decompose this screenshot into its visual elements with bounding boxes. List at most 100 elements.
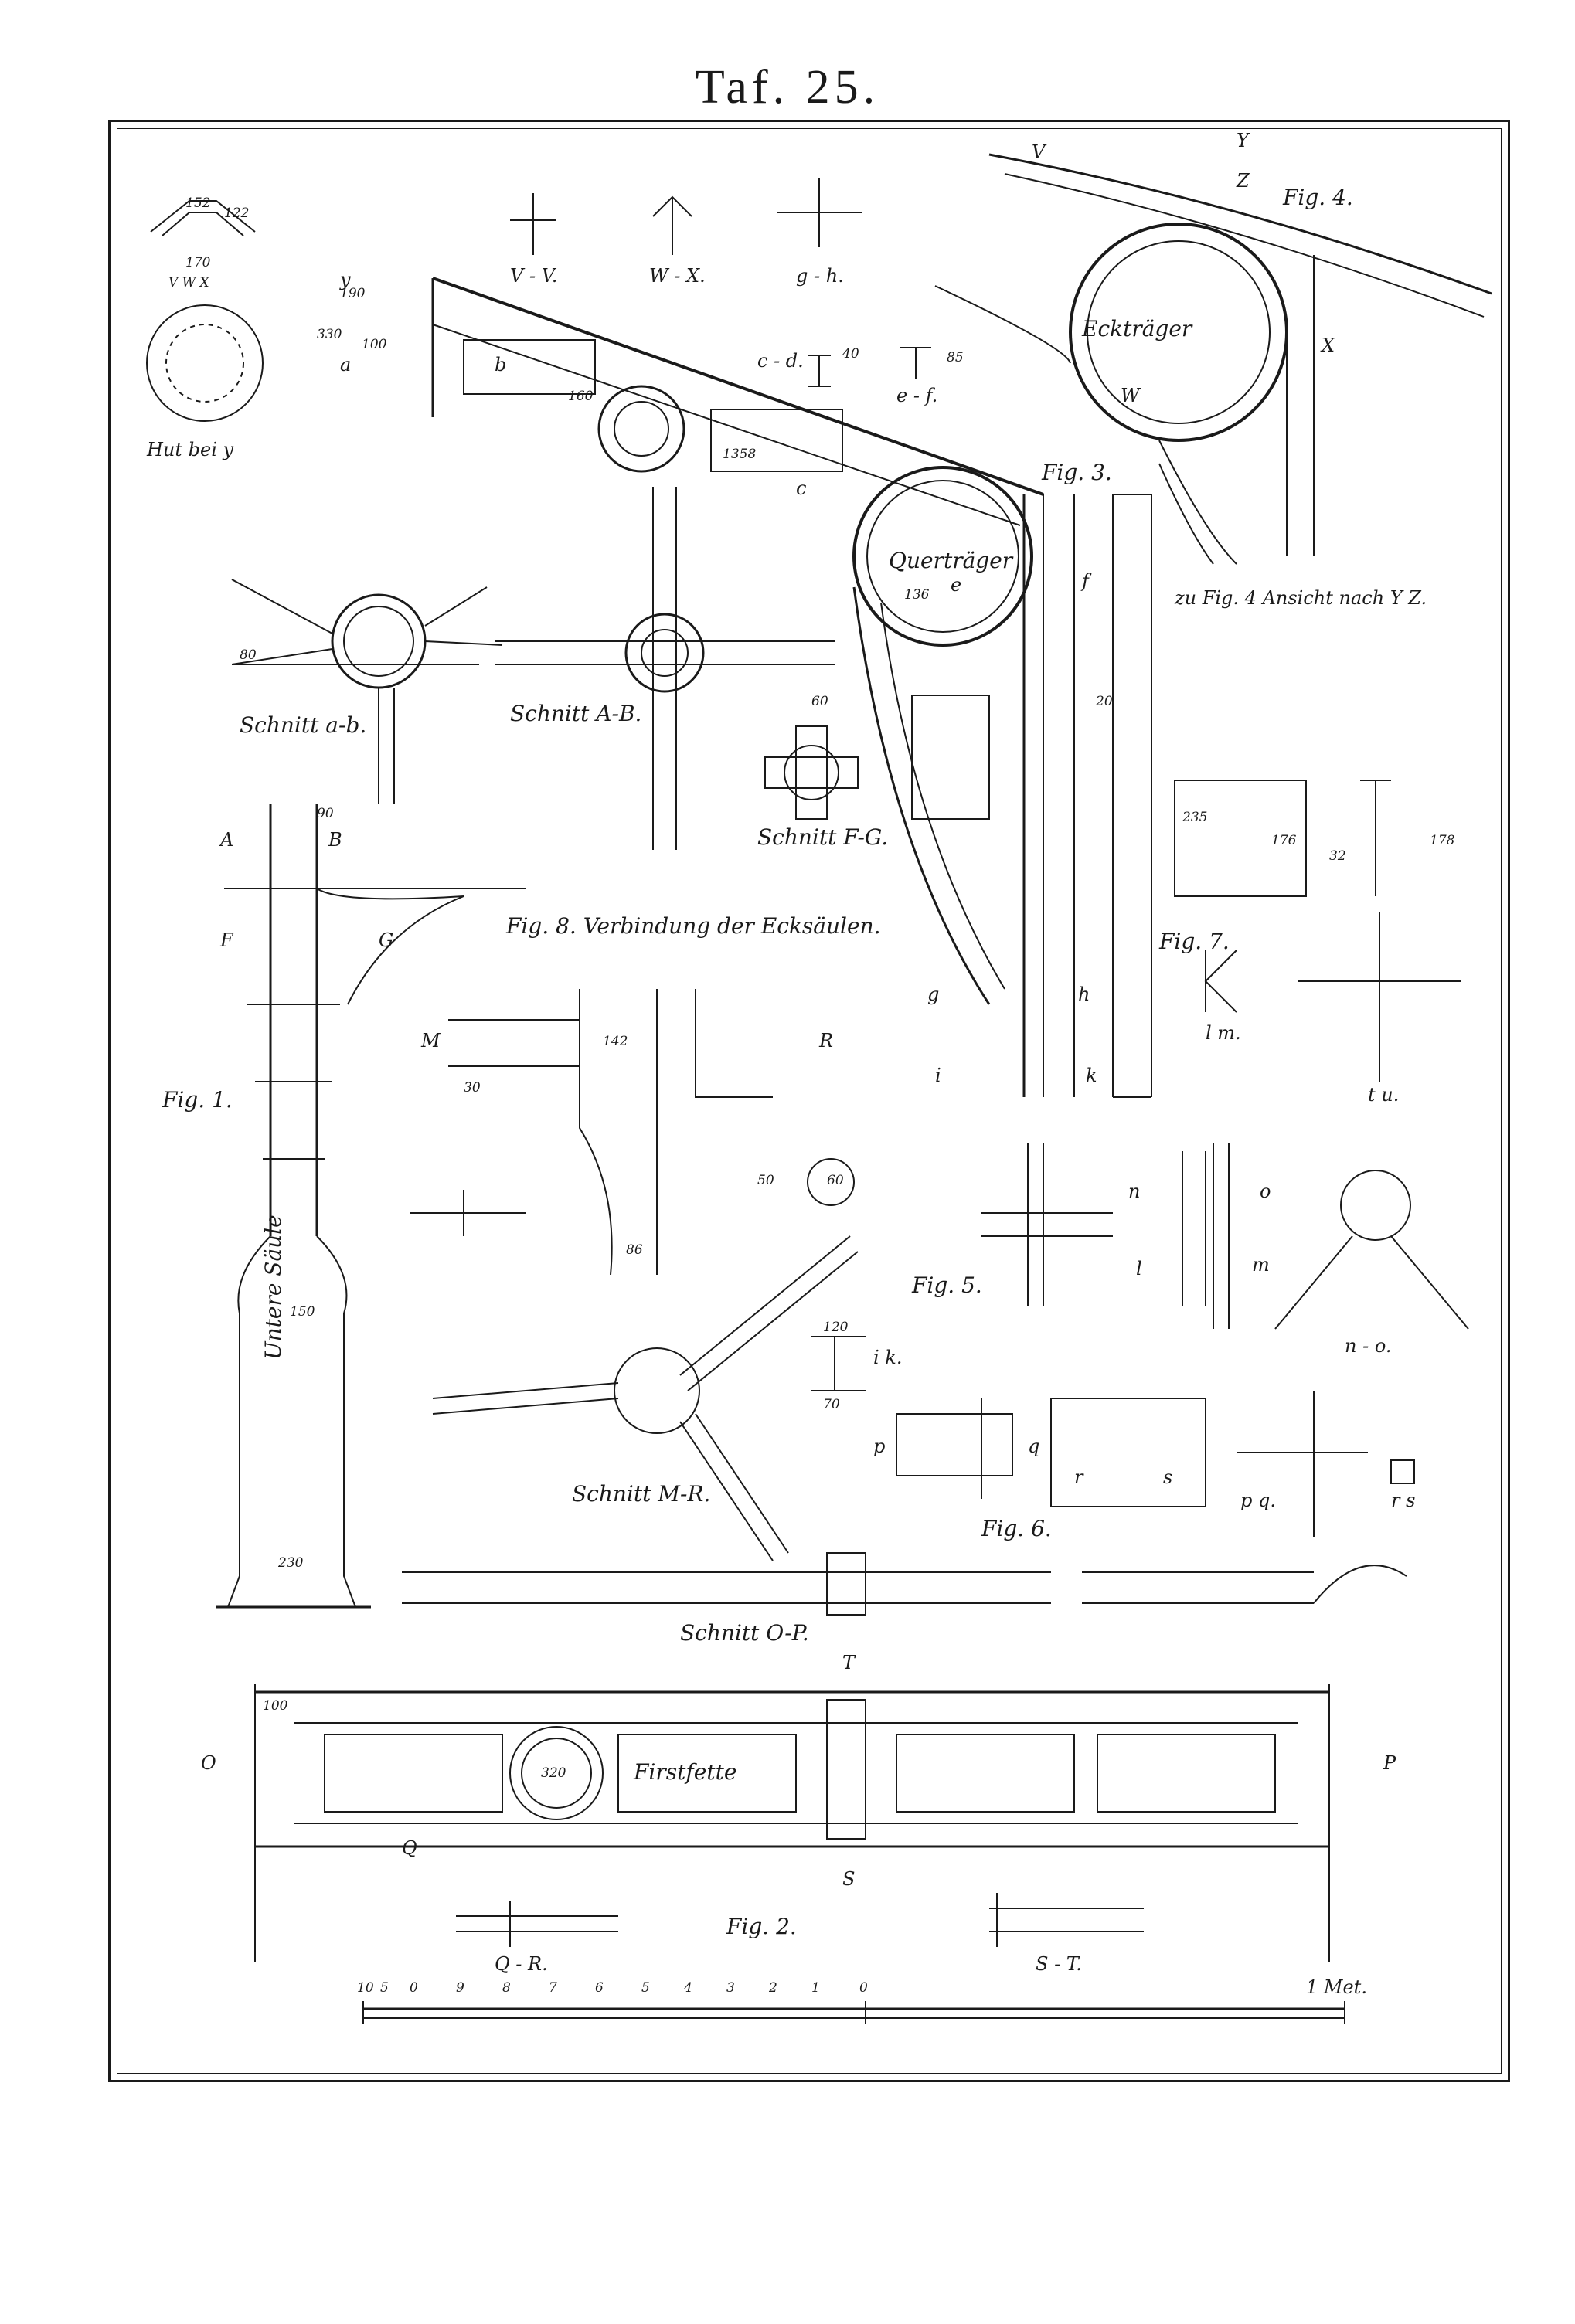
dim-1358: 1358 [723, 447, 757, 462]
dim-70: 70 [823, 1397, 840, 1412]
label-k: k [1086, 1065, 1097, 1086]
untere-saeule-label: Untere Säule [260, 1215, 286, 1360]
dim-122: 122 [224, 206, 250, 221]
label-T: T [842, 1652, 856, 1673]
label-e: e [951, 574, 962, 596]
label-n: n [1128, 1181, 1141, 1202]
dim-152: 152 [185, 195, 211, 211]
fig6-fig7-details [896, 780, 1461, 1537]
fig2-ridge-purlin [255, 1684, 1329, 1962]
label-g: g [927, 984, 940, 1005]
profile-sections [510, 178, 931, 386]
firstfette-label: Firstfette [634, 1759, 737, 1785]
scale-bar [363, 2001, 1345, 2024]
section-lm-label: l m. [1206, 1022, 1241, 1044]
label-F: F [220, 929, 233, 951]
section-ef-label: e - f. [896, 385, 938, 406]
hut-label: Hut bei y [147, 439, 234, 460]
label-Q: Q [402, 1837, 417, 1859]
dim-100: 100 [362, 337, 387, 352]
scale-tick: 3 [726, 1980, 735, 1996]
scale-tick: 2 [769, 1980, 777, 1996]
dim-235: 235 [1182, 810, 1208, 825]
dim-20: 20 [1096, 694, 1113, 709]
label-o: o [1260, 1181, 1271, 1202]
dim-50: 50 [757, 1173, 774, 1188]
label-c: c [796, 477, 807, 499]
dim-85: 85 [947, 350, 964, 365]
vwx-label: V W X [168, 275, 209, 290]
section-a-b [232, 579, 502, 804]
fig3-label: Fig. 3. [1042, 460, 1112, 485]
dim-32: 32 [1329, 848, 1346, 864]
label-Y: Y [1237, 130, 1249, 151]
schnitt-OP-label: Schnitt O-P. [680, 1620, 809, 1646]
label-q: q [1028, 1436, 1040, 1457]
scale-tick: 7 [549, 1980, 557, 1996]
label-V: V [1032, 141, 1046, 163]
label-G: G [379, 929, 394, 951]
fig3-bracket [433, 278, 1151, 1097]
label-s: s [1163, 1466, 1173, 1488]
plate-title: Taf. 25. [695, 61, 880, 114]
zu-fig4-label: zu Fig. 4 Ansicht nach Y Z. [1175, 587, 1427, 609]
dim-320: 320 [541, 1765, 566, 1781]
fig8-label: Fig. 8. Verbindung der Ecksäulen. [506, 913, 881, 939]
dim-100b: 100 [263, 1698, 288, 1714]
dim-90: 90 [317, 806, 334, 821]
label-Z: Z [1237, 170, 1250, 192]
hut-detail [147, 201, 263, 421]
section-ST-label: S - T. [1036, 1953, 1082, 1975]
quertraeger-label: Querträger [889, 548, 1013, 573]
fig5-detail [981, 1143, 1468, 1329]
scale-tick: 6 [595, 1980, 604, 1996]
fig7-label: Fig. 7. [1159, 929, 1230, 954]
label-M: M [421, 1030, 441, 1052]
label-a: a [340, 354, 352, 375]
dim-30: 30 [464, 1080, 481, 1096]
label-B: B [328, 829, 342, 851]
fig2-label: Fig. 2. [726, 1914, 797, 1939]
dim-230: 230 [278, 1555, 304, 1571]
section-pq-label: p q. [1240, 1490, 1276, 1511]
label-h: h [1078, 984, 1090, 1005]
section-ik-label: i k. [873, 1347, 903, 1368]
section-O-P [402, 1553, 1407, 1615]
label-A: A [220, 829, 234, 851]
fig4-label: Fig. 4. [1283, 185, 1353, 210]
label-y: y [340, 269, 351, 290]
scale-tick: 10 [357, 1980, 374, 1996]
fig5-label: Fig. 5. [912, 1272, 982, 1298]
dim-190: 190 [340, 286, 366, 301]
scale-tick: 0 [410, 1980, 418, 1996]
scale-tick: 5 [380, 1980, 389, 1996]
label-m: m [1252, 1254, 1270, 1276]
dim-170: 170 [185, 255, 211, 270]
dim-178: 178 [1430, 833, 1455, 848]
section-tu-label: t u. [1368, 1084, 1400, 1106]
label-p: p [873, 1436, 886, 1457]
dim-40: 40 [842, 346, 859, 362]
dim-60b: 60 [827, 1173, 844, 1188]
label-r: r [1074, 1466, 1083, 1488]
section-F-G [765, 726, 858, 819]
dim-136: 136 [904, 587, 930, 603]
label-W: W [1121, 385, 1140, 406]
section-A-B [495, 487, 835, 850]
schnitt-MR-label: Schnitt M-R. [572, 1481, 711, 1507]
schnitt-ab-label: Schnitt a-b. [240, 712, 367, 738]
fig1-column [216, 804, 526, 1607]
section-rs-label: r s [1391, 1490, 1416, 1511]
label-O: O [201, 1752, 216, 1774]
dim-176: 176 [1271, 833, 1297, 848]
section-WX-label: W - X. [649, 265, 706, 287]
dim-120: 120 [823, 1320, 849, 1335]
section-VV-label: V - V. [510, 265, 558, 287]
label-l: l [1136, 1258, 1142, 1279]
fig4-corner-girder [935, 155, 1492, 564]
scale-tick: 8 [502, 1980, 511, 1996]
section-QR-label: Q - R. [495, 1953, 548, 1975]
dim-142: 142 [603, 1034, 628, 1049]
label-f: f [1082, 570, 1089, 592]
